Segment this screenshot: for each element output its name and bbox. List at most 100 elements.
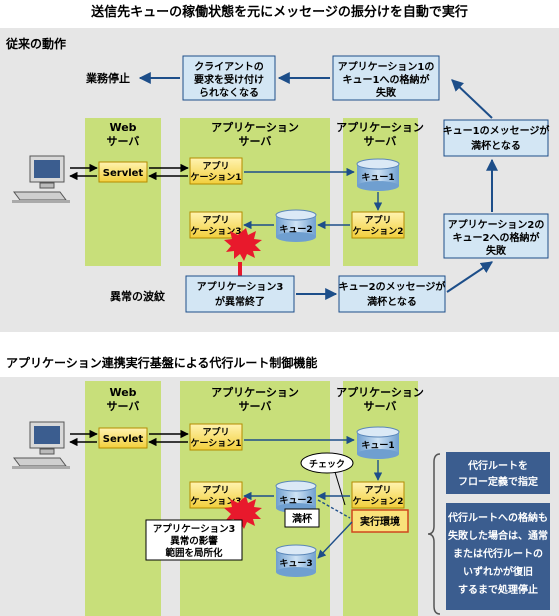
- s1-app-server-right-panel: [343, 118, 418, 266]
- s1-app2-label-2: ケーション2: [352, 226, 403, 237]
- s2-app2-label-2: ケーション2: [352, 496, 403, 507]
- s2-note2-1: 代行ルートへの格納も: [447, 511, 548, 524]
- s2-app1-box: [189, 423, 243, 451]
- s2-flow-arrows: [69, 429, 383, 559]
- s2-note2-5: するまで処理停止: [458, 583, 538, 596]
- s1-arrow-q1full: [451, 79, 493, 119]
- s1-cannot-accept-2: 要求を受け付け: [194, 73, 264, 86]
- s1-web-label-1: Web: [109, 121, 136, 134]
- s1-app1-label-1: アプリ: [202, 160, 229, 172]
- s2-exec-env-box: [351, 509, 409, 533]
- s2-web-label-1: Web: [109, 386, 136, 399]
- s1-app1-box: [189, 157, 243, 185]
- s2-app2-box: [351, 481, 405, 509]
- s1-app3-label-2: ケーション3: [190, 226, 241, 237]
- s2-app-right-label-2: サーバ: [364, 400, 397, 413]
- s1-flow-arrows: [69, 163, 383, 230]
- s2-servlet-box: [98, 427, 148, 449]
- s1-business-stop-label: 業務停止: [85, 71, 130, 85]
- s2-app2-label-1: アプリ: [364, 484, 391, 496]
- s2-app3-note-box: [145, 519, 243, 561]
- s2-servlet-label: Servlet: [103, 434, 144, 445]
- s1-app1-fail-2: キュー1への格納が: [343, 73, 431, 86]
- s2-bracket: [427, 453, 441, 615]
- s1-app-label-2: サーバ: [239, 135, 272, 148]
- s2-app3-note-1: アプリケーション3: [153, 523, 235, 535]
- s2-note2-box: [446, 503, 550, 610]
- s1-app3-abend-box: [185, 275, 295, 313]
- s2-check-pointer: [334, 471, 346, 506]
- s1-queue1-full-box: [443, 119, 549, 157]
- s1-app2-fail-2: キュー2への格納が: [453, 231, 541, 244]
- s2-queue2-label: キュー2: [279, 495, 312, 506]
- s1-app1-fail-1: アプリケーション1の: [338, 60, 435, 73]
- s2-app3-note-3: 範囲を局所化: [165, 547, 223, 559]
- s1-cannot-accept-box: [182, 55, 276, 101]
- s1-app2-label-1: アプリ: [364, 214, 391, 226]
- s1-app3-abend-1: アプリケーション3: [197, 280, 284, 293]
- s1-app1-fail-box: [332, 55, 440, 101]
- s1-servlet-box: [98, 161, 148, 183]
- s1-app-right-label-2: サーバ: [364, 135, 397, 148]
- s1-failure-burst: [224, 228, 262, 261]
- s2-app1-label-1: アプリ: [202, 426, 229, 438]
- s2-full-badge: [284, 508, 320, 528]
- s1-queue1-full-2: 満杯となる: [471, 139, 521, 152]
- s1-app-right-label-1: アプリケーション: [336, 120, 424, 134]
- section2-heading: アプリケーション連携実行基盤による代行ルート制御機能: [6, 355, 317, 370]
- s2-queue1-label: キュー1: [361, 440, 394, 451]
- s1-web-server-panel: [85, 118, 161, 266]
- s2-app-label-1: アプリケーション: [211, 385, 299, 399]
- s2-queue1-cylinder: [356, 426, 400, 459]
- s1-web-label-2: サーバ: [107, 135, 140, 148]
- s1-queue1-label: キュー1: [361, 172, 394, 183]
- s1-servlet-label: Servlet: [103, 168, 144, 179]
- s2-note2-3: または代行ルートの: [453, 547, 543, 560]
- s2-app3-label-1: アプリ: [202, 484, 229, 496]
- s1-app3-abend-2: が異常終了: [215, 295, 265, 308]
- s1-cannot-accept-1: クライアントの: [194, 61, 264, 73]
- s2-app-right-label-1: アプリケーション: [336, 385, 424, 399]
- s2-check-label: チェック: [309, 459, 345, 470]
- s1-app2-fail-box: [443, 213, 549, 259]
- s1-abnormal-wave-label: 異常の波紋: [110, 289, 166, 303]
- s2-note1-box: [446, 452, 550, 494]
- s2-check-dashed: [317, 499, 351, 519]
- s1-app1-fail-3: 失敗: [376, 86, 397, 99]
- s2-note1-1: 代行ルートを: [467, 459, 528, 472]
- s1-arrow-to-app2fail: [446, 261, 493, 293]
- s2-exec-env-label: 実行環境: [360, 515, 400, 528]
- s2-check-callout: [300, 452, 354, 474]
- section1-heading: 従来の動作: [5, 36, 66, 51]
- s1-cannot-accept-3: られなくなる: [199, 87, 259, 99]
- s1-app2-fail-3: 失敗: [486, 244, 507, 257]
- s1-app2-fail-1: アプリケーション2の: [448, 218, 545, 231]
- s1-app-label-1: アプリケーション: [211, 120, 299, 134]
- s2-queue3-cylinder: [275, 544, 317, 577]
- s1-app3-label-1: アプリ: [202, 214, 229, 226]
- s1-app1-label-2: ケーション1: [190, 172, 241, 183]
- s1-queue1-cylinder: [356, 158, 400, 191]
- diagram-title: 送信先キューの稼働状態を元にメッセージの振分けを自動で実行: [90, 4, 468, 20]
- s2-app3-label-2: ケーション3: [190, 496, 241, 507]
- s2-note2-2: 失敗した場合は、通常: [448, 529, 548, 542]
- s1-queue2-label: キュー2: [279, 224, 312, 235]
- s2-app3-note-2: 異常の影響: [170, 535, 218, 547]
- computer-icon: [12, 421, 70, 469]
- s2-app-label-2: サーバ: [239, 400, 272, 413]
- s1-app2-box: [351, 211, 405, 239]
- s1-queue2-full-2: 満杯となる: [367, 295, 417, 308]
- computer-icon: [12, 155, 70, 203]
- s1-queue2-full-box: [338, 275, 446, 313]
- s2-failure-burst: [224, 496, 262, 529]
- s2-note1-2: フロー定義で指定: [458, 475, 538, 488]
- s2-queue3-label: キュー3: [279, 558, 312, 569]
- s1-queue2-full-1: キュー2のメッセージが: [339, 280, 447, 293]
- s2-note2-4: いずれかが復旧: [463, 565, 533, 578]
- s2-web-label-2: サーバ: [107, 400, 140, 413]
- s1-queue1-full-1: キュー1のメッセージが: [443, 124, 551, 137]
- s2-web-server-panel: [85, 381, 161, 616]
- s1-queue2-cylinder: [275, 209, 317, 242]
